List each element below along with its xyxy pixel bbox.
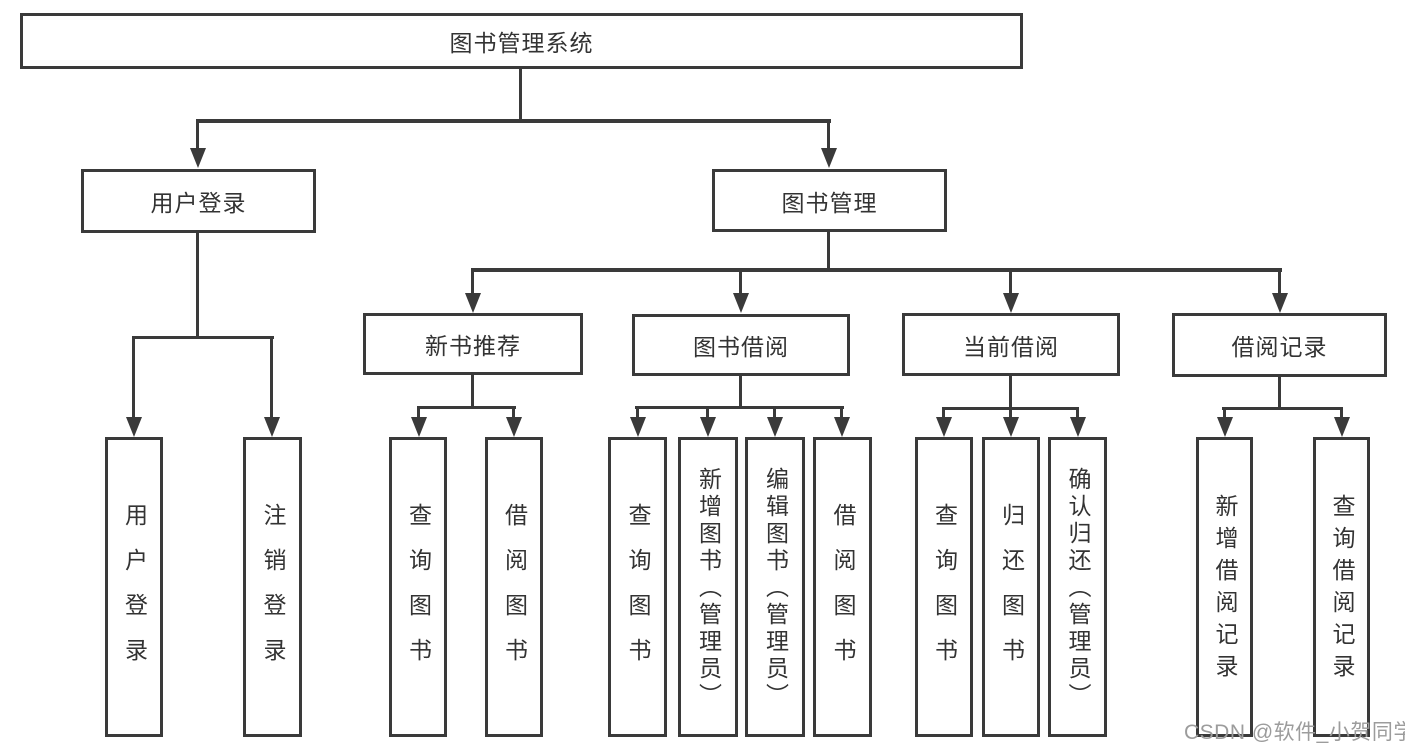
csdn-watermark: CSDN @软件_小贺同学 xyxy=(1184,721,1405,744)
node-label: 新增借阅记录 xyxy=(1212,493,1238,686)
arrow-down-icon xyxy=(936,417,952,437)
node-leaf-borrow-books-recommend: 借阅图书 xyxy=(485,437,543,737)
connector-arrow-line xyxy=(132,336,135,420)
node-borrowing-records: 借阅记录 xyxy=(1172,313,1387,377)
connector-arrow-line xyxy=(706,406,709,420)
node-label: 借阅图书 xyxy=(501,502,528,683)
node-book-management-label: 图书管理 xyxy=(781,189,878,216)
node-label: 新书推荐 xyxy=(425,333,521,359)
node-label: 编辑图书（管理员） xyxy=(762,466,789,710)
connector-level2-bar xyxy=(196,119,831,123)
node-leaf-query-books-recommend: 查询图书 xyxy=(389,437,447,737)
node-label: 当前借阅 xyxy=(963,333,1059,360)
node-leaf-edit-book-admin: 编辑图书（管理员） xyxy=(745,437,805,737)
arrow-down-icon xyxy=(190,148,206,168)
connector-arrow-line xyxy=(636,406,639,420)
node-label: 查询借阅记录 xyxy=(1329,493,1355,686)
connector-arrow-line xyxy=(773,406,776,420)
connector-arrow-line xyxy=(1278,268,1281,296)
connector-user-login-bar xyxy=(132,336,274,339)
arrow-down-icon xyxy=(834,417,850,437)
connector-arrow-line xyxy=(1340,407,1343,420)
arrow-down-icon xyxy=(1272,293,1288,313)
connector-arrow-line xyxy=(739,268,742,296)
connector-level3-bar xyxy=(471,268,1282,272)
node-leaf-borrow-books: 借阅图书 xyxy=(813,437,872,737)
node-root-label: 图书管理系统 xyxy=(449,30,594,56)
connector-vline xyxy=(1009,376,1012,410)
arrow-down-icon xyxy=(411,417,427,437)
arrow-down-icon xyxy=(821,148,837,168)
arrow-down-icon xyxy=(465,293,481,313)
arrow-down-icon xyxy=(1070,417,1086,437)
node-label: 图书借阅 xyxy=(693,334,789,360)
arrow-down-icon xyxy=(733,293,749,313)
node-leaf-query-borrow-record: 查询借阅记录 xyxy=(1313,437,1370,737)
node-leaf-add-borrow-record: 新增借阅记录 xyxy=(1196,437,1253,737)
node-new-book-recommendation: 新书推荐 xyxy=(363,313,583,375)
connector-arrow-line xyxy=(942,407,945,420)
node-label: 新增图书（管理员） xyxy=(695,466,722,710)
node-label: 确认归还（管理员） xyxy=(1065,466,1091,710)
connector-arrow-line xyxy=(270,336,273,420)
node-book-management: 图书管理 xyxy=(712,169,947,232)
connector-vline xyxy=(1278,377,1281,410)
node-label: 查询图书 xyxy=(625,502,651,683)
arrow-down-icon xyxy=(1003,417,1019,437)
arrow-down-icon xyxy=(1003,293,1019,313)
connector-arrow-line xyxy=(417,406,420,420)
connector-arrow-line xyxy=(1223,407,1226,420)
node-leaf-query-books-current: 查询图书 xyxy=(915,437,973,737)
node-leaf-query-books-borrowing: 查询图书 xyxy=(608,437,667,737)
connector-arrow-line xyxy=(1009,407,1012,420)
arrow-down-icon xyxy=(767,417,783,437)
connector-arrow-line xyxy=(512,406,515,420)
connector-arrow-line xyxy=(196,119,199,151)
arrow-down-icon xyxy=(1334,417,1350,437)
connector-bar xyxy=(1222,407,1343,410)
arrow-down-icon xyxy=(264,417,280,437)
node-label: 注销登录 xyxy=(260,502,286,683)
arrow-down-icon xyxy=(506,417,522,437)
node-root: 图书管理系统 xyxy=(20,13,1023,69)
node-label: 用户登录 xyxy=(121,502,148,683)
node-label: 借阅图书 xyxy=(830,502,856,683)
connector-arrow-line xyxy=(471,268,474,296)
node-leaf-return-book: 归还图书 xyxy=(982,437,1040,737)
connector-vline xyxy=(739,376,742,409)
node-leaf-logout: 注销登录 xyxy=(243,437,302,737)
arrow-down-icon xyxy=(700,417,716,437)
connector-user-login-vline xyxy=(196,233,199,339)
arrow-down-icon xyxy=(126,417,142,437)
node-label: 借阅记录 xyxy=(1231,334,1328,360)
arrow-down-icon xyxy=(1217,417,1233,437)
node-user-login-label: 用户登录 xyxy=(150,190,247,216)
connector-arrow-line xyxy=(840,406,843,420)
connector-arrow-line xyxy=(827,119,830,151)
node-leaf-confirm-return-admin: 确认归还（管理员） xyxy=(1048,437,1107,737)
arrow-down-icon xyxy=(630,417,646,437)
node-leaf-user-login: 用户登录 xyxy=(105,437,163,737)
connector-book-mgmt-vline xyxy=(827,232,830,270)
node-label: 归还图书 xyxy=(998,502,1025,683)
connector-bar xyxy=(635,406,844,409)
node-user-login: 用户登录 xyxy=(81,169,316,233)
node-current-borrowing: 当前借阅 xyxy=(902,313,1120,376)
node-label: 查询图书 xyxy=(405,502,432,683)
node-book-borrowing: 图书借阅 xyxy=(632,314,850,376)
connector-arrow-line xyxy=(1076,407,1079,420)
node-label: 查询图书 xyxy=(931,502,958,683)
connector-bar xyxy=(417,406,516,409)
node-leaf-add-book-admin: 新增图书（管理员） xyxy=(678,437,738,737)
connector-root-vline xyxy=(519,68,522,122)
connector-vline xyxy=(471,375,474,409)
connector-arrow-line xyxy=(1009,268,1012,296)
